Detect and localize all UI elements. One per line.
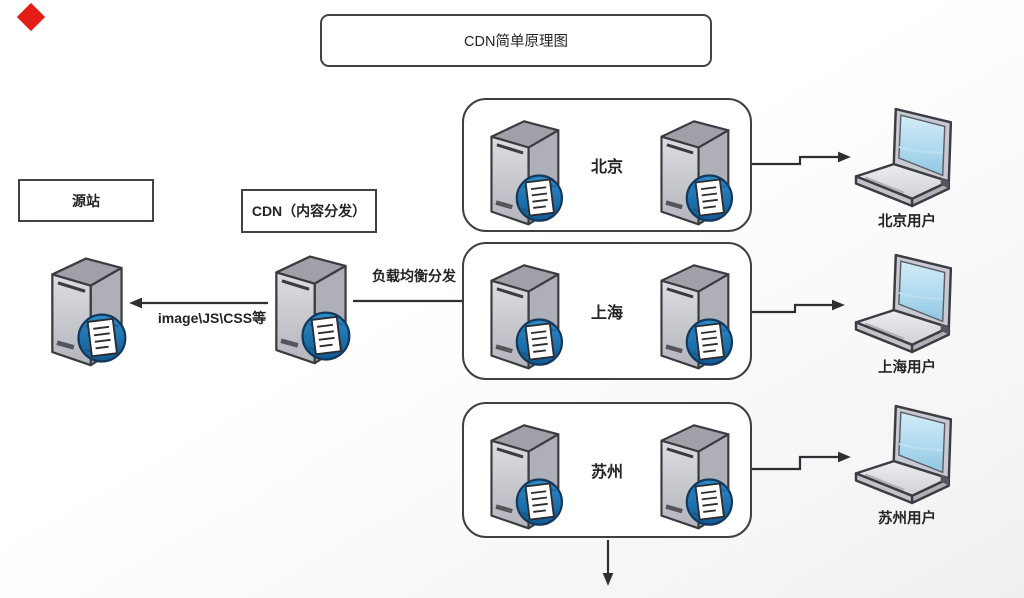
user-label-suzhou: 苏州用户 [878,511,936,527]
origin-site-box: 源站 [18,179,154,222]
origin-server-icon [42,252,130,368]
diagram-title: CDN简单原理图 [464,34,568,50]
server-icon [650,115,738,227]
cluster-label-shanghai: 上海 [590,305,623,322]
cluster-label-suzhou: 苏州 [590,464,623,481]
cdn-label: CDN（内容分发） [251,203,367,219]
cluster-beijing: 北京 [462,98,752,232]
cluster-suzhou: 苏州 [462,402,752,538]
red-corner-marker [16,2,46,32]
laptop-icon [854,107,953,208]
server-icon [650,419,738,531]
diagram-title-box: CDN简单原理图 [320,14,712,67]
load-balance-label: 负载均衡分发 [372,268,456,284]
server-icon [650,259,738,371]
user-label-shanghai: 上海用户 [878,360,936,376]
cdn-box: CDN（内容分发） [241,189,377,233]
user-suzhou: 苏州用户 [848,403,966,528]
laptop-icon [854,404,953,505]
cluster-shanghai: 上海 [462,242,752,380]
origin-arrow-label: image\JS\CSS等 [157,310,267,326]
user-label-beijing: 北京用户 [878,214,936,230]
origin-site-label: 源站 [72,192,100,209]
laptop-icon [854,253,953,354]
user-shanghai: 上海用户 [848,252,966,377]
cluster-label-beijing: 北京 [590,159,623,176]
user-beijing: 北京用户 [848,106,966,231]
